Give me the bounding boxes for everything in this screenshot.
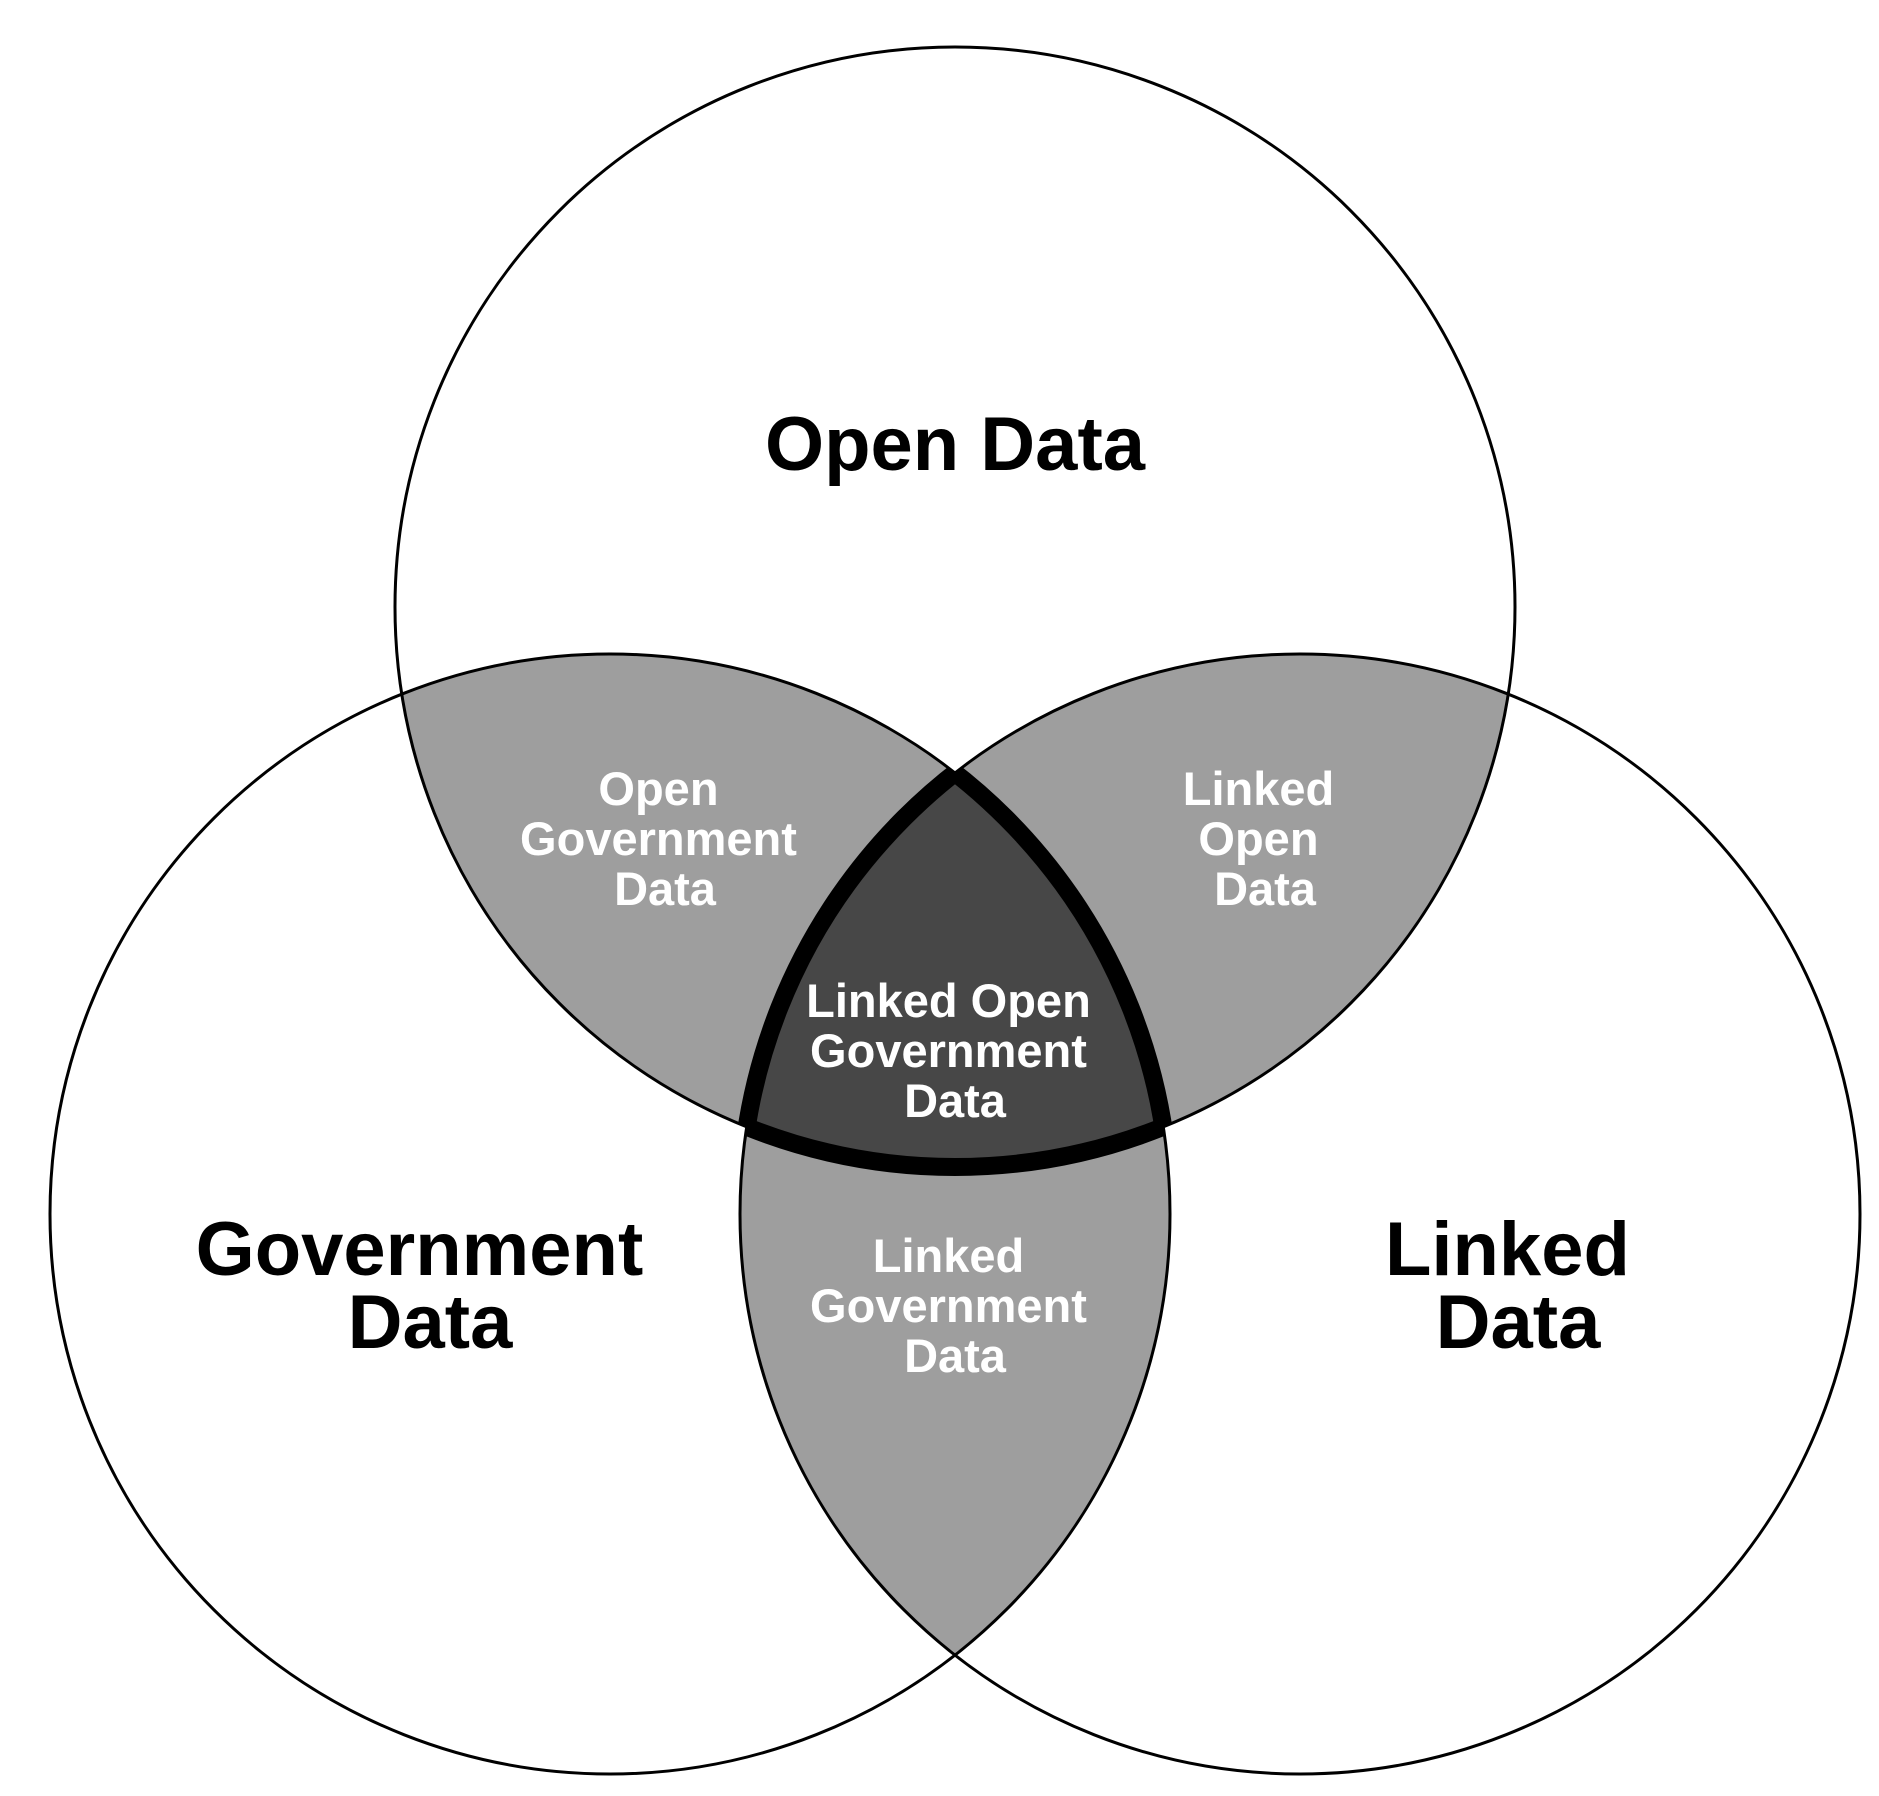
label-line: Government (810, 1279, 1087, 1332)
label-line: Data (904, 1074, 1007, 1127)
label-government-data: Government Data (196, 1207, 665, 1365)
label-line: Linked (1385, 1207, 1630, 1292)
label-linked-open-data: Linked Open Data (1183, 762, 1348, 915)
label-open-data: Open Data (765, 402, 1146, 487)
label-line: Open (598, 762, 718, 815)
label-line: Linked (873, 1229, 1024, 1282)
label-line: Data (1214, 862, 1317, 915)
circle-linked-data (738, 652, 1862, 1776)
label-line: Government (520, 812, 797, 865)
label-line: Data (904, 1329, 1007, 1382)
label-line: Open Data (765, 402, 1146, 487)
label-linked-government-data: Linked Government Data (810, 1229, 1100, 1382)
label-linked-open-government-data: Linked Open Government Data (806, 974, 1104, 1127)
label-line: Data (1436, 1280, 1601, 1365)
label-line: Data (348, 1280, 513, 1365)
label-line: Linked Open (806, 974, 1091, 1027)
label-line: Linked (1183, 762, 1334, 815)
label-line: Government (810, 1024, 1087, 1077)
circle-government-data (48, 652, 1172, 1776)
label-line: Open (1198, 812, 1318, 865)
overlap-all-three (740, 654, 1170, 1167)
label-line: Data (614, 862, 717, 915)
label-line: Government (196, 1207, 644, 1292)
label-linked-data: Linked Data (1385, 1207, 1651, 1365)
center-border-open-arc (740, 654, 1170, 1176)
label-open-government-data: Open Government Data (520, 762, 810, 915)
